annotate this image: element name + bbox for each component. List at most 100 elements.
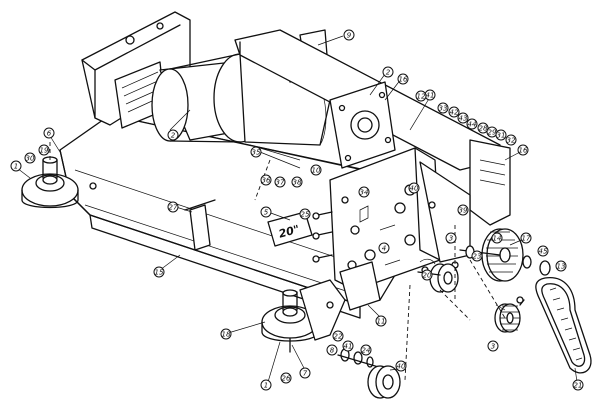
callout-40a: 40 <box>408 182 420 194</box>
callout-37: 37 <box>274 176 286 188</box>
callout-30: 30 <box>24 152 36 164</box>
right-wheel <box>261 289 319 353</box>
callout-6-text: 6 <box>47 130 52 138</box>
callout-44: 44 <box>466 118 478 130</box>
callout-28: 28 <box>477 122 489 134</box>
callout-16b: 16 <box>517 144 529 156</box>
callout-43: 43 <box>457 112 469 124</box>
callout-41a-text: 41 <box>426 92 435 100</box>
callout-41a: 41 <box>424 89 436 101</box>
callout-5-text: 5 <box>264 209 269 217</box>
callout-24-text: 24 <box>362 347 371 355</box>
callout-21-text: 21 <box>574 382 583 390</box>
callout-3b-text: 3 <box>491 343 495 351</box>
callout-40b-text: 40 <box>397 363 406 371</box>
left-wheel <box>21 156 79 209</box>
callout-5: 5 <box>260 206 272 218</box>
callout-35: 35 <box>250 146 262 158</box>
callout-45-text: 45 <box>539 248 548 256</box>
callout-43-text: 43 <box>459 115 468 123</box>
lower-mount-bracket <box>339 261 381 311</box>
callout-42-text: 42 <box>450 109 459 117</box>
callout-39: 39 <box>457 204 469 216</box>
callout-16a-text: 16 <box>399 76 408 84</box>
callout-1a: 1 <box>10 160 22 172</box>
callout-42: 42 <box>448 106 460 118</box>
callout-15: 15 <box>153 266 165 278</box>
callout-34: 34 <box>358 186 370 198</box>
callout-26: 26 <box>280 372 292 384</box>
callout-16b-text: 16 <box>519 147 528 155</box>
callout-1b-text: 1 <box>264 382 268 390</box>
callout-17: 17 <box>520 232 532 244</box>
callout-34-text: 34 <box>360 189 369 197</box>
callout-4: 4 <box>378 242 390 254</box>
callout-29: 29 <box>486 126 498 138</box>
callout-4-text: 4 <box>382 245 386 253</box>
callout-41b: 41 <box>342 340 354 352</box>
callout-45: 45 <box>537 245 549 257</box>
callout-10-text: 10 <box>312 167 321 175</box>
callout-27: 27 <box>167 201 179 213</box>
callout-31: 31 <box>495 129 507 141</box>
callout-23: 23 <box>471 250 483 262</box>
callout-33: 33 <box>437 102 449 114</box>
callout-24: 24 <box>360 344 372 356</box>
mid-bracket <box>184 199 216 251</box>
callout-32-text: 32 <box>507 137 516 145</box>
callout-8: 8 <box>326 344 338 356</box>
callout-27-text: 27 <box>169 204 178 212</box>
callout-17-text: 17 <box>522 235 531 243</box>
callout-30-text: 30 <box>26 155 35 163</box>
callout-14: 14 <box>491 232 503 244</box>
callout-25-text: 25 <box>301 211 310 219</box>
callout-18-text: 18 <box>222 331 231 339</box>
callout-22-text: 22 <box>334 333 343 341</box>
callout-7: 7 <box>299 367 311 379</box>
drive-belt <box>535 277 592 374</box>
callout-3a: 3 <box>445 232 457 244</box>
callout-2b-text: 2 <box>171 132 176 140</box>
callout-19: 19 <box>38 144 50 156</box>
callout-26-text: 26 <box>282 375 291 383</box>
callout-6: 6 <box>43 127 55 139</box>
callout-36: 36 <box>260 174 272 186</box>
callout-2a-text: 2 <box>386 69 391 77</box>
callout-35-text: 35 <box>252 149 261 157</box>
callout-13: 13 <box>555 260 567 272</box>
callout-1b: 1 <box>260 379 272 391</box>
callout-39-text: 39 <box>459 207 468 215</box>
callout-33-text: 33 <box>439 105 448 113</box>
callout-29-text: 29 <box>488 129 497 137</box>
callout-19-text: 19 <box>40 147 49 155</box>
callout-1a-text: 1 <box>14 163 18 171</box>
callout-16a: 16 <box>397 73 409 85</box>
small-sprocket <box>494 296 525 333</box>
callout-32: 32 <box>505 134 517 146</box>
callout-3b: 3 <box>487 340 499 352</box>
callout-20: 20 <box>421 269 433 281</box>
callout-38: 38 <box>291 176 303 188</box>
bottom-hardware-stack <box>337 348 401 399</box>
callout-3a-text: 3 <box>449 235 453 243</box>
callout-38-text: 38 <box>293 179 302 187</box>
callout-36-text: 36 <box>262 177 271 185</box>
callout-40b: 40 <box>395 360 407 372</box>
callout-13-text: 13 <box>557 263 566 271</box>
callout-22: 22 <box>332 330 344 342</box>
callout-40a-text: 40 <box>410 185 419 193</box>
callout-18: 18 <box>220 328 232 340</box>
callout-12-text: 12 <box>417 93 426 101</box>
callout-21: 21 <box>572 379 584 391</box>
callout-9: 9 <box>343 29 355 41</box>
callout-2b: 2 <box>167 129 179 141</box>
callout-7-text: 7 <box>303 370 308 378</box>
model-label: 20" <box>267 211 313 247</box>
callout-15-text: 15 <box>155 269 164 277</box>
callout-11-text: 11 <box>377 318 386 326</box>
callout-44-text: 44 <box>468 121 477 129</box>
callout-14-text: 14 <box>493 235 502 243</box>
callout-8-text: 8 <box>330 347 335 355</box>
